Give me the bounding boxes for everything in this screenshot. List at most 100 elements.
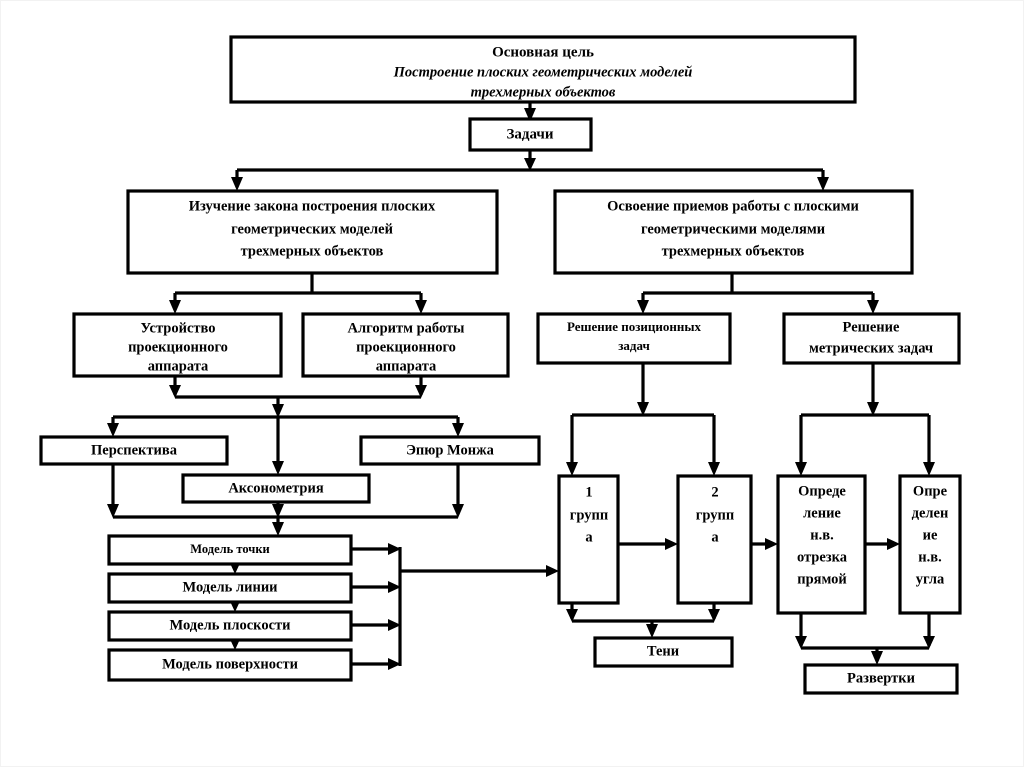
node-model-line[interactable]: Модель линии bbox=[107, 572, 353, 604]
node-axonometry[interactable]: Аксонометрия bbox=[181, 473, 371, 504]
arrowhead-model-3-out bbox=[388, 619, 401, 631]
main-goal-box bbox=[229, 35, 857, 104]
arrowhead-algorithm-down bbox=[415, 385, 427, 398]
node-model-surface[interactable]: Модель поверхности bbox=[107, 648, 353, 682]
node-segment-true-length[interactable]: Опреде ление н.в. отрезка прямой bbox=[776, 474, 867, 615]
arrowhead-axonometry-down bbox=[272, 504, 284, 518]
arrowhead-axonometry bbox=[272, 461, 284, 475]
positional-box bbox=[536, 312, 732, 365]
main-goal-line1: Построение плоских геометрических моделе… bbox=[393, 64, 693, 80]
algorithm-line1: Алгоритм работы bbox=[348, 320, 465, 336]
arrowhead-group1-to-group2 bbox=[665, 538, 678, 550]
model-plane-box bbox=[107, 610, 353, 642]
node-group-2[interactable]: 2 групп а bbox=[676, 474, 753, 605]
model-point-box bbox=[107, 534, 353, 566]
arrowhead-goal-to-tasks bbox=[524, 108, 536, 122]
branch-right-line1: Освоение приемов работы с плоскими bbox=[607, 198, 859, 214]
node-metric-tasks[interactable]: Решение метрических задач bbox=[782, 312, 961, 365]
node-perspective[interactable]: Перспектива bbox=[39, 435, 229, 466]
node-angle-true-size[interactable]: Опре делен ие н.в. угла bbox=[898, 474, 962, 615]
arrowhead-model-4-out bbox=[388, 658, 401, 670]
angle-line3: ие bbox=[923, 527, 938, 543]
arrowhead-models-to-group1 bbox=[546, 565, 559, 577]
positional-line1: Решение позиционных bbox=[567, 319, 702, 334]
branch-right-line2: геометрическими моделями bbox=[641, 221, 825, 237]
connector-layer bbox=[107, 102, 935, 670]
arrowhead-model-1-out bbox=[388, 543, 401, 555]
group-1-line3: а bbox=[585, 529, 593, 545]
node-positional-tasks[interactable]: Решение позиционных задач bbox=[536, 312, 732, 365]
segment-line2: ление bbox=[803, 505, 841, 521]
algorithm-line2: проекционного bbox=[356, 339, 456, 355]
node-device[interactable]: Устройство проекционного аппарата bbox=[72, 312, 283, 378]
main-goal-line2: трехмерных объектов bbox=[471, 84, 616, 100]
device-line1: Устройство bbox=[140, 320, 215, 336]
branch-left-line1: Изучение закона построения плоских bbox=[189, 198, 436, 214]
branch-left-box bbox=[126, 189, 499, 275]
positional-line2: задач bbox=[618, 338, 650, 353]
arrowhead-metric bbox=[867, 300, 879, 314]
device-box bbox=[72, 312, 283, 378]
arrowhead-group2-down bbox=[708, 609, 720, 622]
monge-label: Эпюр Монжа bbox=[406, 442, 495, 458]
node-main-goal[interactable]: Основная цель Построение плоских геометр… bbox=[229, 35, 857, 104]
developments-box bbox=[803, 663, 959, 695]
node-group-1[interactable]: 1 групп а bbox=[557, 474, 620, 605]
node-monge[interactable]: Эпюр Монжа bbox=[359, 435, 541, 466]
arrowhead-monge-down bbox=[452, 504, 464, 518]
algorithm-box bbox=[301, 312, 510, 378]
branch-right-box bbox=[553, 189, 914, 275]
arrowhead-group1 bbox=[566, 462, 578, 476]
monge-box bbox=[359, 435, 541, 466]
angle-line2: делен bbox=[912, 505, 949, 521]
branch-right-line3: трехмерных объектов bbox=[662, 243, 805, 259]
arrowhead-merge-down bbox=[272, 404, 284, 418]
group-1-box bbox=[557, 474, 620, 605]
node-model-plane[interactable]: Модель плоскости bbox=[107, 610, 353, 642]
arrowhead-branch-right bbox=[817, 177, 829, 191]
arrowhead-group1-down bbox=[566, 609, 578, 622]
group-2-line1: 2 bbox=[711, 484, 718, 500]
node-tasks[interactable]: Задачи bbox=[468, 117, 593, 152]
segment-line4: отрезка bbox=[797, 549, 848, 565]
segment-box bbox=[776, 474, 867, 615]
branch-left-line2: геометрических моделей bbox=[231, 221, 393, 237]
arrowhead-segment-down bbox=[795, 636, 807, 649]
segment-line3: н.в. bbox=[810, 527, 833, 543]
arrowhead-group2-to-segment bbox=[765, 538, 778, 550]
node-developments[interactable]: Развертки bbox=[803, 663, 959, 695]
metric-line1: Решение bbox=[843, 319, 900, 335]
node-model-point[interactable]: Модель точки bbox=[107, 534, 353, 566]
arrowhead-angle-down bbox=[923, 636, 935, 649]
group-2-line2: групп bbox=[696, 507, 734, 523]
node-branch-left[interactable]: Изучение закона построения плоских геоме… bbox=[126, 189, 499, 275]
segment-line5: прямой bbox=[797, 571, 847, 587]
model-plane-label: Модель плоскости bbox=[169, 617, 290, 633]
developments-label: Развертки bbox=[847, 670, 915, 686]
angle-box bbox=[898, 474, 962, 615]
arrowhead-positional-down bbox=[637, 402, 649, 416]
algorithm-line3: аппарата bbox=[376, 358, 437, 374]
node-algorithm[interactable]: Алгоритм работы проекционного аппарата bbox=[301, 312, 510, 378]
arrowhead-segment bbox=[795, 462, 807, 476]
tasks-label: Задачи bbox=[506, 126, 553, 142]
main-goal-heading: Основная цель bbox=[492, 44, 594, 60]
arrowhead-perspective-down bbox=[107, 504, 119, 518]
axonometry-box bbox=[181, 473, 371, 504]
arrowhead-tasks-down bbox=[524, 158, 536, 171]
group-2-box bbox=[676, 474, 753, 605]
arrowhead-algorithm bbox=[415, 300, 427, 314]
node-branch-right[interactable]: Освоение приемов работы с плоскими геоме… bbox=[553, 189, 914, 275]
tasks-box bbox=[468, 117, 593, 152]
arrowhead-developments-entry bbox=[871, 651, 883, 665]
group-2-line3: а bbox=[711, 529, 719, 545]
node-shadows[interactable]: Тени bbox=[593, 636, 734, 668]
angle-line5: угла bbox=[916, 571, 945, 587]
arrowhead-device-down bbox=[169, 385, 181, 398]
model-surface-box bbox=[107, 648, 353, 682]
arrowhead-positional bbox=[637, 300, 649, 314]
arrowhead-group2 bbox=[708, 462, 720, 476]
arrowhead-model-2-out bbox=[388, 581, 401, 593]
